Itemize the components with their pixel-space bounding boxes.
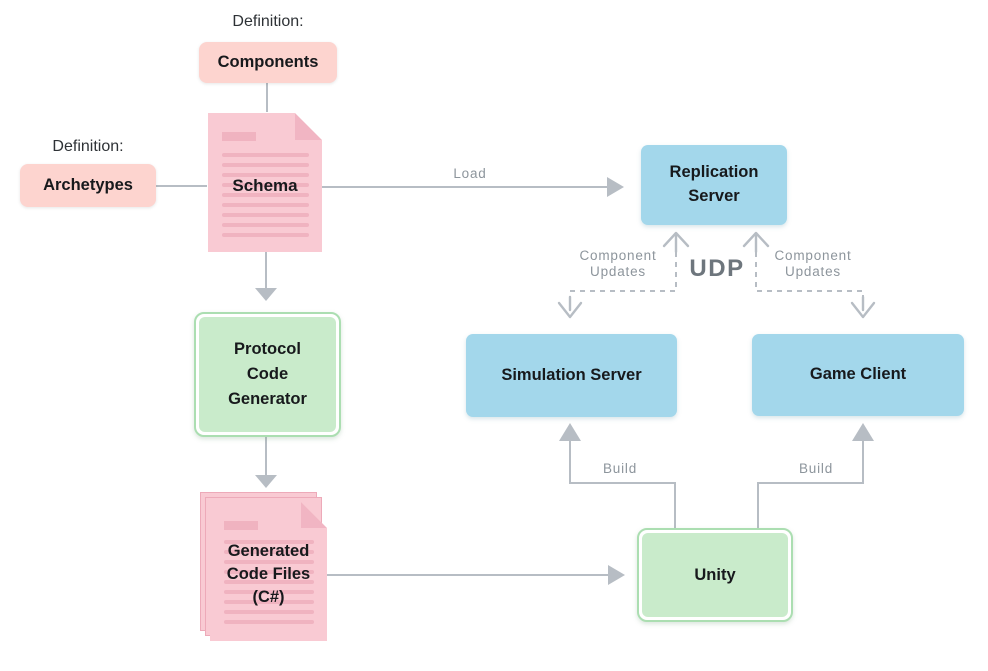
document-text-line xyxy=(222,163,309,167)
edge-build-right xyxy=(757,441,864,528)
load-edge-label: Load xyxy=(453,166,487,181)
document-text-line xyxy=(222,193,309,197)
game-client-label: Game Client xyxy=(809,365,907,384)
document-text-line xyxy=(222,233,309,237)
unity-label: Unity xyxy=(694,565,736,584)
generated-code-files-stack-icon: Generated Code Files (C#) xyxy=(200,492,327,641)
edge-udp-right-dashed xyxy=(755,252,864,299)
document-header-bar xyxy=(224,521,258,530)
protocol-code-generator-inner: Protocol Code Generator xyxy=(199,317,336,432)
arrowhead-files-to-unity xyxy=(608,565,625,585)
unity-node: Unity xyxy=(637,528,793,622)
protocol-code-generator-node: Protocol Code Generator xyxy=(194,312,341,437)
archetypes-label: Archetypes xyxy=(43,176,133,194)
document-text-line xyxy=(222,183,309,187)
chevron-up-left-icon xyxy=(662,231,690,248)
edge-udp-left-dashed xyxy=(569,252,677,299)
components-node: Components xyxy=(199,42,337,83)
protocol-code-generator-label: Protocol Code Generator xyxy=(228,340,307,408)
simulation-server-label: Simulation Server xyxy=(501,365,642,384)
chevron-down-left-icon xyxy=(557,301,583,319)
document-text-line xyxy=(222,153,309,157)
chevron-up-right-icon xyxy=(742,231,770,248)
document-text-line xyxy=(224,590,314,594)
document-text-line xyxy=(224,580,314,584)
generated-code-files-label: Generated Code Files (C#) xyxy=(226,541,311,607)
game-client-node: Game Client xyxy=(752,334,964,416)
document-text-line xyxy=(222,203,309,207)
generated-code-files-document-icon: Generated Code Files (C#) xyxy=(210,502,327,641)
arrowhead-build-right xyxy=(852,423,874,441)
document-header-bar xyxy=(222,132,256,141)
build-right-label: Build xyxy=(798,461,834,476)
definition-components-caption: Definition: xyxy=(232,13,304,30)
component-updates-right-label: Component Updates xyxy=(774,248,852,280)
document-text-line xyxy=(224,620,314,624)
unity-inner: Unity xyxy=(642,533,788,617)
arrowhead-generator-to-files xyxy=(255,475,277,488)
document-text-line xyxy=(224,560,314,564)
edge-build-left xyxy=(569,441,676,528)
schema-label: Schema xyxy=(232,175,298,195)
replication-server-node: Replication Server xyxy=(641,145,787,225)
arrowhead-schema-to-generator xyxy=(255,288,277,301)
chevron-down-right-icon xyxy=(850,301,876,319)
build-left-label: Build xyxy=(602,461,638,476)
schema-document-icon: Schema xyxy=(208,113,322,252)
document-text-line xyxy=(224,550,314,554)
document-text-line xyxy=(224,540,314,544)
document-text-line xyxy=(224,610,314,614)
archetypes-node: Archetypes xyxy=(20,164,156,207)
document-text-line xyxy=(222,213,309,217)
document-text-line xyxy=(224,600,314,604)
document-text-line xyxy=(222,223,309,227)
arrowhead-load xyxy=(607,177,624,197)
arrowhead-build-left xyxy=(559,423,581,441)
document-text-line xyxy=(222,173,309,177)
definition-archetypes-caption: Definition: xyxy=(52,138,124,155)
document-text-line xyxy=(224,570,314,574)
components-label: Components xyxy=(217,53,319,71)
simulation-server-node: Simulation Server xyxy=(466,334,677,417)
component-updates-left-label: Component Updates xyxy=(579,248,657,280)
udp-label: UDP xyxy=(689,255,745,282)
replication-server-label: Replication Server xyxy=(669,163,759,205)
